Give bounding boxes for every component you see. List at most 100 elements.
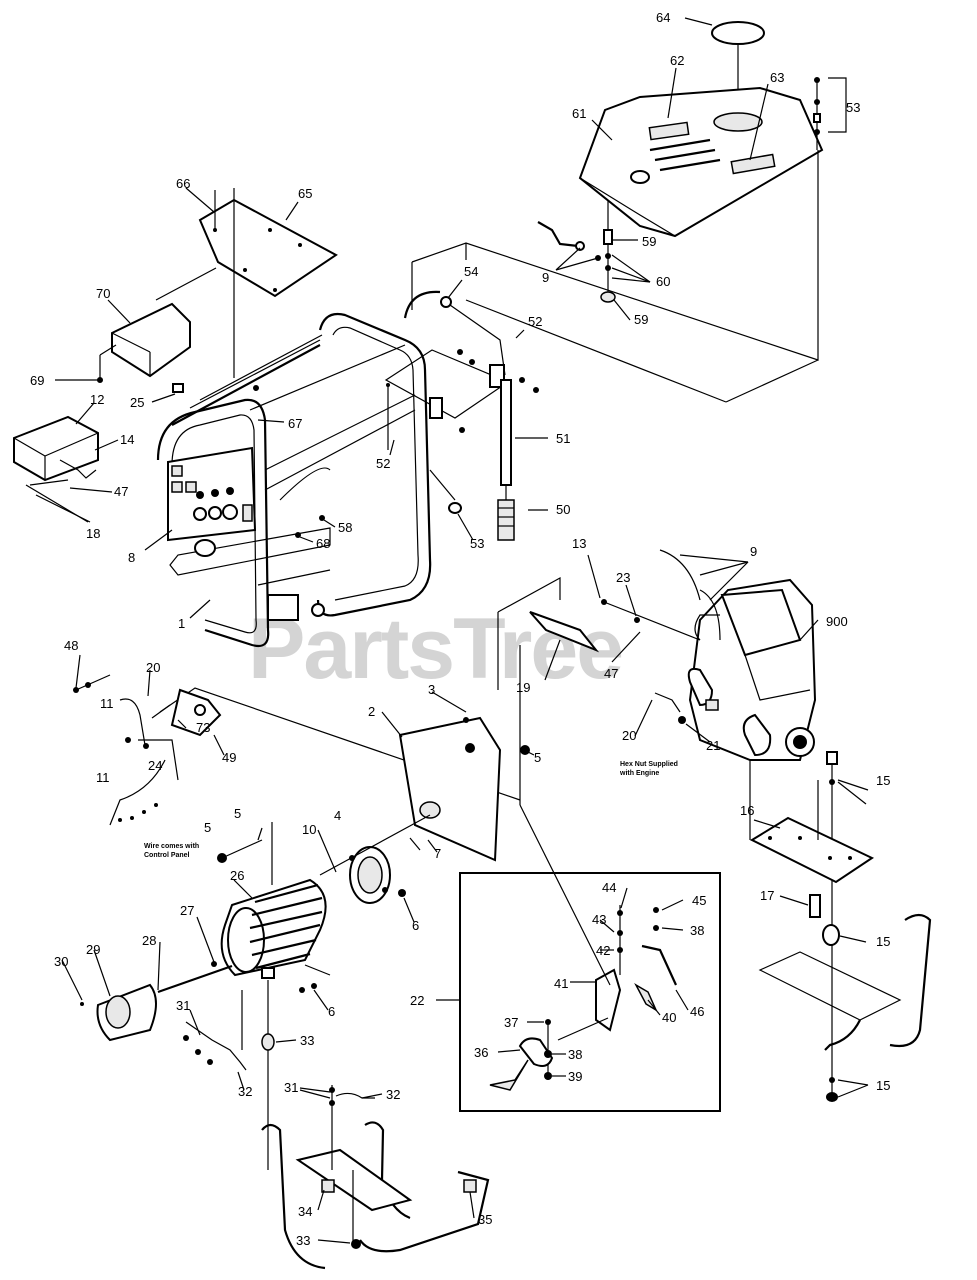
callout-47: 47 [604, 666, 618, 681]
callout-15: 15 [876, 1078, 890, 1093]
capacitor-36[interactable] [518, 1037, 554, 1067]
callout-42: 42 [596, 943, 610, 958]
callout-48: 48 [64, 638, 78, 653]
hex-nut-note-line2: with Engine [619, 770, 659, 777]
callout-labels: 64 62 63 61 53 59 9 60 59 66 65 70 69 54… [30, 10, 890, 1248]
control-box-12[interactable] [13, 415, 99, 482]
callout-13: 13 [572, 536, 586, 551]
fuel-line [537, 221, 579, 248]
frame-group [13, 188, 539, 648]
bracket-41[interactable] [595, 968, 622, 1032]
callout-73: 73 [196, 720, 210, 735]
isolator-15[interactable] [822, 924, 840, 946]
callout-35: 35 [478, 1212, 492, 1227]
fuel-valve[interactable] [603, 229, 613, 245]
callout-30: 30 [54, 954, 68, 969]
frame-tube-right [316, 312, 432, 617]
handle-51[interactable] [500, 379, 512, 486]
callout-46: 46 [690, 1004, 704, 1019]
callout-66: 66 [176, 176, 190, 191]
callout-19: 19 [516, 680, 530, 695]
callout-40: 40 [662, 1010, 676, 1025]
callout-32: 32 [238, 1084, 252, 1099]
callout-20: 20 [146, 660, 160, 675]
callout-7: 7 [434, 846, 441, 861]
callout-60: 60 [656, 274, 670, 289]
base-bracket-34[interactable] [295, 1148, 413, 1212]
inset-box-22 [459, 645, 721, 1112]
callout-41: 41 [554, 976, 568, 991]
callout-49: 49 [222, 750, 236, 765]
wire-note-line1: Wire comes with [144, 843, 199, 850]
hex-nut-note-line1: Hex Nut Supplied [620, 761, 678, 768]
bracket-70[interactable] [111, 302, 191, 378]
callout-12: 12 [90, 392, 104, 407]
frame-tube-left [156, 398, 270, 648]
callout-11: 11 [96, 770, 110, 785]
callout-23: 23 [616, 570, 630, 585]
decal-35 [463, 1179, 477, 1193]
callout-61: 61 [572, 106, 586, 121]
callout-63: 63 [770, 70, 784, 85]
callout-65: 65 [298, 186, 312, 201]
wire-note-line2: Control Panel [144, 852, 190, 859]
alternator-group [73, 674, 530, 1170]
fuel-tank[interactable] [578, 86, 824, 238]
engine-group [497, 549, 817, 761]
cover-plate-65[interactable] [198, 198, 338, 298]
callout-58: 58 [338, 520, 352, 535]
callout-59: 59 [642, 234, 656, 249]
callout-69: 69 [30, 373, 44, 388]
callout-900: 900 [826, 614, 848, 629]
callout-4: 4 [334, 808, 341, 823]
callout-15: 15 [876, 934, 890, 949]
callout-10: 10 [302, 822, 316, 837]
callout-27: 27 [180, 903, 194, 918]
callout-5: 5 [234, 806, 241, 821]
fuel-filler-neck [713, 112, 763, 132]
callout-32: 32 [386, 1087, 400, 1102]
engine-mount-group [749, 751, 932, 1102]
callout-68: 68 [316, 536, 330, 551]
partstree-watermark: PartsTree [248, 601, 622, 697]
fuel-tank-group [411, 21, 847, 403]
callout-70: 70 [96, 286, 110, 301]
callout-45: 45 [692, 893, 706, 908]
callout-44: 44 [602, 880, 616, 895]
callout-64: 64 [656, 10, 670, 25]
fuel-cap[interactable] [711, 21, 765, 45]
callout-14: 14 [120, 432, 134, 447]
callout-26: 26 [230, 868, 244, 883]
callout-38: 38 [568, 1047, 582, 1062]
callout-5: 5 [534, 750, 541, 765]
callout-22: 22 [410, 993, 424, 1008]
callout-25: 25 [130, 395, 144, 410]
handle-grip-50[interactable] [497, 499, 515, 541]
callout-33: 33 [296, 1233, 310, 1248]
inset-frame [459, 872, 721, 1112]
callout-31: 31 [284, 1080, 298, 1095]
callout-9: 9 [750, 544, 757, 559]
callout-67: 67 [288, 416, 302, 431]
lower-frame-group [261, 1085, 490, 1270]
callout-54: 54 [464, 264, 478, 279]
callout-5: 5 [204, 820, 211, 835]
callout-15: 15 [876, 773, 890, 788]
callout-6: 6 [412, 918, 419, 933]
callout-9: 9 [542, 270, 549, 285]
adapter-plate-2[interactable] [398, 716, 502, 862]
rail-16[interactable] [749, 816, 875, 884]
callout-leaders [55, 17, 869, 1244]
callout-31: 31 [176, 998, 190, 1013]
callout-43: 43 [592, 912, 606, 927]
callout-3: 3 [428, 682, 435, 697]
callout-20: 20 [622, 728, 636, 743]
frame-tube-bottom [261, 1123, 326, 1270]
callout-33: 33 [300, 1033, 314, 1048]
frame-tube-r [889, 913, 932, 1048]
bracket-19[interactable] [529, 611, 600, 653]
through-bolt-28[interactable] [157, 964, 233, 994]
callout-59: 59 [634, 312, 648, 327]
callout-51: 51 [556, 431, 570, 446]
